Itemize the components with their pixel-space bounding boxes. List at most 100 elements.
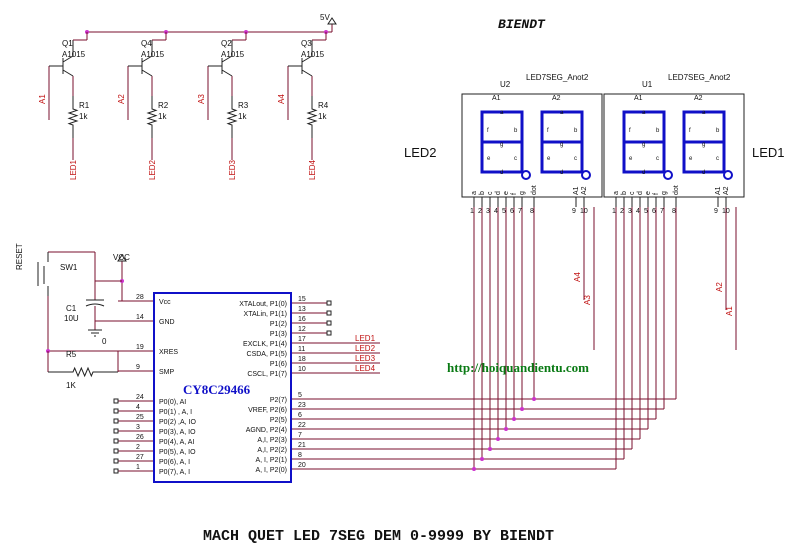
cap-plate-curved (85, 303, 105, 307)
anode-label: A2 (552, 95, 561, 102)
mcu-pin-name: GND (159, 319, 175, 326)
footer-title: MACH QUET LED 7SEG DEM 0-9999 BY BIENDT (203, 528, 554, 545)
resistor-ref: R4 (318, 101, 329, 110)
mcu-pin-name: A,I, P2(3) (257, 437, 287, 444)
display-pin-number: 5 (502, 208, 506, 215)
resistor-value: 1k (318, 112, 327, 121)
display-pin-name: c (487, 191, 494, 195)
open-pin (113, 468, 119, 474)
display-pin-number: 9 (572, 208, 576, 215)
open-pin (113, 428, 119, 434)
bus-junction (512, 417, 516, 421)
display-pin-name: d (495, 191, 502, 195)
segment-label: e (629, 156, 633, 162)
segment-label: e (547, 156, 551, 162)
display-part: LED7SEG_Anot2 (668, 73, 731, 82)
collector-lead (141, 69, 153, 77)
display-pin-number: 3 (628, 208, 632, 215)
mcu-pin-name: P0(1) , A, I (159, 409, 192, 416)
transistor-q1 (49, 32, 88, 77)
segment-label: a (500, 110, 504, 116)
display-body (461, 93, 603, 198)
display-pin-name: A2 (581, 186, 588, 195)
mcu-pin-number: 20 (298, 462, 306, 469)
display-u1 (603, 93, 745, 207)
display-pin-number: 5 (644, 208, 648, 215)
mcu-pin-number: 13 (298, 306, 306, 313)
display-pin-number: 6 (510, 208, 514, 215)
transistor-q4 (128, 32, 167, 77)
display-pin-number: 1 (470, 208, 474, 215)
display-pin-number: 2 (620, 208, 624, 215)
mcu-pin-number: 16 (298, 316, 306, 323)
segment-label: d (642, 170, 645, 176)
open-pin (326, 330, 332, 336)
cap-ref: C1 (66, 304, 77, 313)
decimal-point (663, 170, 673, 180)
anode-label: A1 (492, 95, 501, 102)
segment-label: a (560, 110, 564, 116)
collector-lead (221, 69, 233, 77)
display-pin-name: f (653, 193, 660, 195)
r5-ref: R5 (66, 350, 77, 359)
display-pin-name: dot (531, 185, 538, 195)
bus-junction (488, 447, 492, 451)
net-label: A2 (117, 94, 126, 104)
cap-value: 10U (64, 314, 79, 323)
display-ref: U1 (642, 80, 653, 89)
mcu-pin-name: P0(5), A, IO (159, 449, 196, 456)
open-pin (113, 398, 119, 404)
transistor-ref: Q3 (301, 39, 312, 48)
led-net-label: LED4 (355, 364, 376, 373)
anode-net-label: A3 (583, 295, 592, 305)
open-pin (326, 300, 332, 306)
resistor-r1 (67, 96, 79, 138)
gnd-label: 0 (102, 337, 107, 346)
open-pin (113, 448, 119, 454)
r5-value: 1K (66, 381, 76, 390)
display-pin-number: 8 (672, 208, 676, 215)
segment-label: g (500, 142, 503, 148)
mcu-pin-number: 4 (136, 404, 140, 411)
bus-junction (504, 427, 508, 431)
mcu-pin-number: 11 (298, 346, 305, 353)
resistor-ref: R2 (158, 101, 169, 110)
display-pin-number: 9 (714, 208, 718, 215)
display-pin-number: 7 (660, 208, 664, 215)
mcu-pin-number: 9 (136, 364, 140, 371)
mcu-pin-name: P2(5) (270, 417, 287, 424)
display-pin-number: 4 (636, 208, 640, 215)
segment-label: d (702, 170, 705, 176)
mcu-pin-name: A, I, P2(0) (255, 467, 287, 474)
parts (37, 32, 745, 483)
switch-ref: SW1 (60, 263, 78, 272)
display-part: LED7SEG_Anot2 (526, 73, 589, 82)
net-label: LED1 (69, 159, 78, 180)
resistor-ref: R1 (79, 101, 90, 110)
net-label: A4 (277, 94, 286, 104)
resistor-r2 (146, 96, 158, 138)
mcu-pin-number: 8 (298, 452, 302, 459)
display-pin-name: c (629, 191, 636, 195)
segment-label: g (642, 142, 645, 148)
mcu-pin-name: P1(6) (270, 361, 287, 368)
segment-label: b (514, 128, 518, 134)
open-pin (113, 458, 119, 464)
mcu-pin-number: 25 (136, 414, 144, 421)
segment-label: c (656, 156, 659, 162)
segment-label: c (574, 156, 577, 162)
anode-label: A2 (694, 95, 703, 102)
transistor-part: A1015 (141, 50, 165, 59)
resistor-value: 1k (238, 112, 247, 121)
mcu-pin-number: 28 (136, 294, 144, 301)
resistor-ref: R3 (238, 101, 249, 110)
mcu-pin-name: EXCLK, P1(4) (243, 341, 287, 348)
vcc-arrow (117, 254, 127, 262)
led1-name: LED1 (752, 145, 785, 160)
mcu-pin-name: A,I, P2(2) (257, 447, 287, 454)
anode-net-label: A2 (715, 282, 724, 292)
display-pin-number: 10 (580, 208, 588, 215)
led2-name: LED2 (404, 145, 437, 160)
anode-label: A1 (634, 95, 643, 102)
display-pin-name: dot (673, 185, 680, 195)
